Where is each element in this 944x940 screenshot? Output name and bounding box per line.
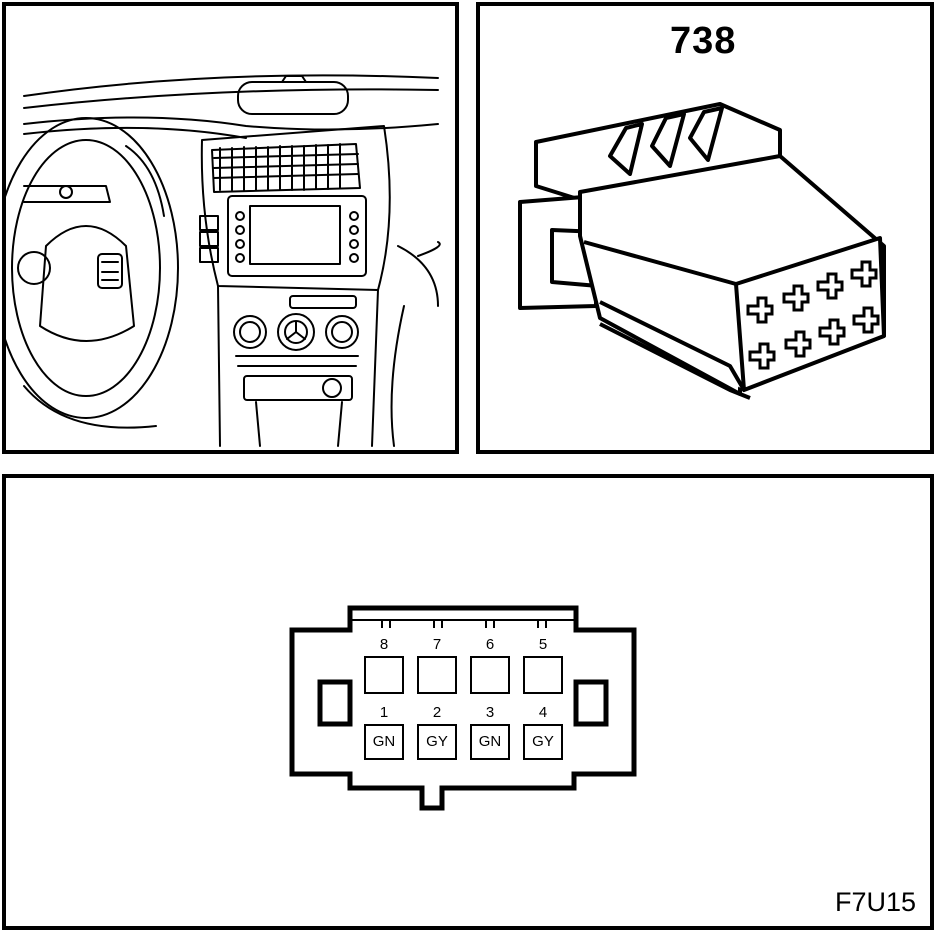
figure-id: F7U15 xyxy=(834,887,916,917)
pin-7-number: 7 xyxy=(432,636,442,653)
connector-3d-panel: 738 xyxy=(476,2,934,454)
connector-number: 738 xyxy=(670,20,737,62)
pin-4-number: 4 xyxy=(538,704,548,721)
pin-1-number: 1 xyxy=(379,704,389,721)
pin-3-number: 3 xyxy=(485,704,495,721)
pin-4-wire-color: GY xyxy=(523,724,563,760)
pin-8-cavity xyxy=(364,656,404,694)
pin-1-wire-color: GN xyxy=(364,724,404,760)
pin-3-wire-color: GN xyxy=(470,724,510,760)
pin-6-number: 6 xyxy=(485,636,495,653)
pin-7-cavity xyxy=(417,656,457,694)
dashboard-location-panel xyxy=(2,2,459,454)
connector-3d-illustration xyxy=(518,102,886,400)
dashboard-illustration xyxy=(6,74,441,447)
pin-6-cavity xyxy=(470,656,510,694)
connector-face-outline xyxy=(289,605,637,811)
pin-5-cavity xyxy=(523,656,563,694)
pinout-panel: 8 7 6 5 1 2 3 4 GN GY GN GY F7U15 xyxy=(2,474,934,930)
pin-2-wire-color: GY xyxy=(417,724,457,760)
pin-5-number: 5 xyxy=(538,636,548,653)
pin-8-number: 8 xyxy=(379,636,389,653)
pin-2-number: 2 xyxy=(432,704,442,721)
